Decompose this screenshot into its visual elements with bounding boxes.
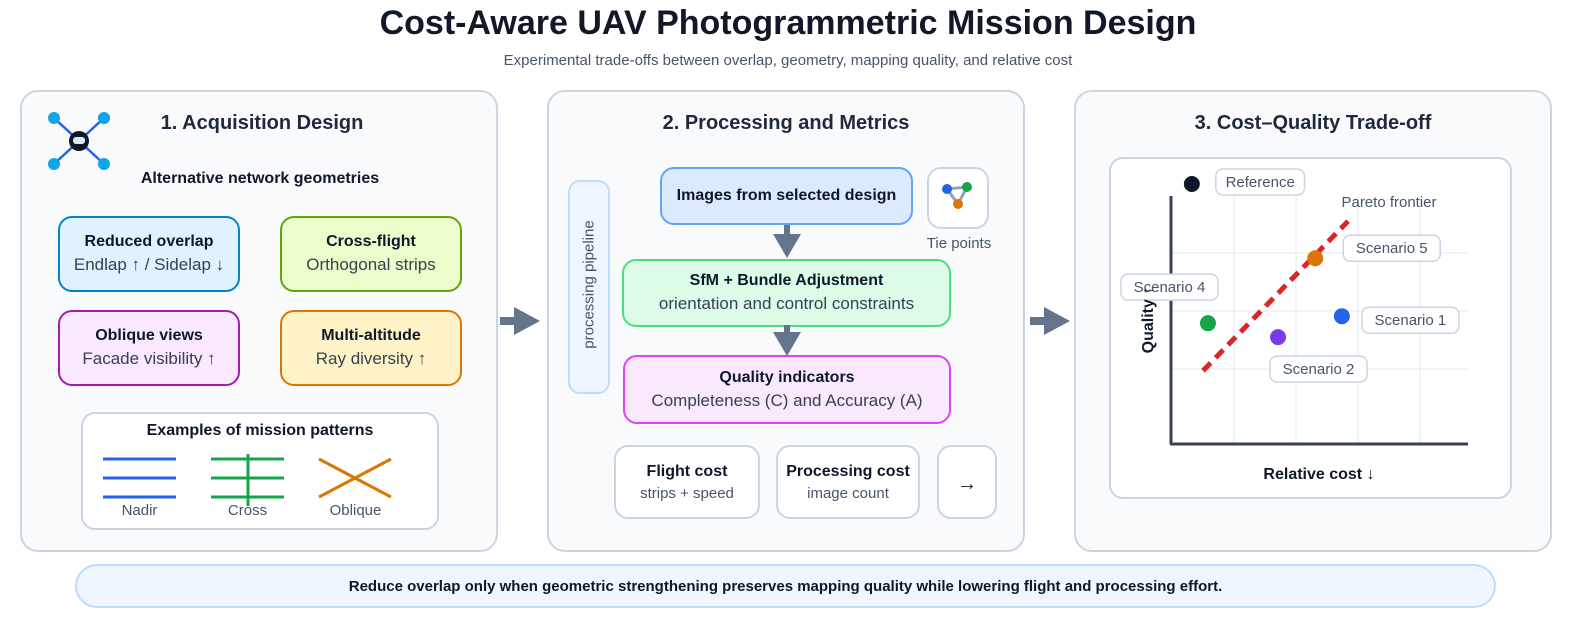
nadir-pattern-icon [103, 457, 176, 499]
acquisition-design-panel: 1. Acquisition Design Alternative networ… [20, 90, 498, 552]
oblique-pattern-icon [318, 457, 392, 499]
right-arrow-icon: → [957, 472, 977, 495]
flight-cost-sub: strips + speed [640, 484, 734, 502]
flight-cost-title: Flight cost [646, 462, 728, 480]
data-point [1183, 175, 1200, 192]
card-title: Cross-flight [326, 233, 416, 250]
tie-points-icon [942, 182, 972, 209]
y-axis-label: Quality ↑ [1140, 287, 1157, 354]
point-label: Scenario 2 [1283, 361, 1355, 378]
data-point [1199, 315, 1216, 332]
card-sub: Ray diversity ↑ [315, 349, 427, 368]
x-axis-label: Relative cost ↓ [1263, 466, 1374, 483]
quality-title: Quality indicators [719, 368, 855, 386]
page-title: Cost-Aware UAV Photogrammetric Mission D… [379, 4, 1197, 42]
geometries-heading: Alternative network geometries [140, 170, 380, 187]
pattern-label: Cross [227, 502, 268, 519]
processing-cost-sub: image count [807, 484, 889, 502]
images-label: Images from selected design [676, 187, 897, 204]
panel-title: 2. Processing and Metrics [662, 112, 910, 134]
processing-panel: 2. Processing and Metrics processing pip… [547, 90, 1025, 552]
data-point [1307, 250, 1324, 267]
panel-title: 1. Acquisition Design [160, 112, 364, 134]
processing-cost-box: Processing cost image count [776, 445, 920, 519]
pipeline-label-box: processing pipeline [568, 180, 610, 394]
drone-icon [48, 112, 110, 170]
pareto-frontier-line [1201, 219, 1350, 373]
pareto-frontier-label: Pareto frontier [1341, 194, 1436, 211]
patterns-graphic [103, 454, 392, 506]
point-label-box [1215, 168, 1306, 196]
card-title: Reduced overlap [84, 233, 214, 250]
card-title: Multi-altitude [321, 327, 421, 344]
data-point [1333, 308, 1350, 325]
images-box: Images from selected design [660, 167, 913, 225]
card-sub: Facade visibility ↑ [82, 349, 216, 368]
sfm-title: SfM + Bundle Adjustment [689, 272, 884, 289]
point-label: Scenario 5 [1356, 240, 1428, 257]
page-subtitle: Experimental trade-offs between overlap,… [503, 52, 1073, 69]
point-label: Reference [1226, 174, 1295, 191]
point-label-box [1361, 306, 1460, 334]
arrow-right-icon [500, 307, 540, 335]
quality-sub: Completeness (C) and Accuracy (A) [651, 390, 923, 410]
card-sub: Endlap ↑ / Sidelap ↓ [73, 255, 225, 274]
point-label-box [1120, 273, 1219, 301]
point-label: Scenario 4 [1134, 279, 1206, 296]
patterns-title: Examples of mission patterns [146, 422, 374, 439]
mission-patterns-box: Examples of mission patterns Nadir Cross… [81, 412, 439, 530]
flight-cost-box: Flight cost strips + speed [614, 445, 760, 519]
connector [784, 225, 790, 235]
card-title: Oblique views [95, 327, 203, 344]
pattern-label: Nadir [121, 502, 158, 519]
arrow-right-icon [1030, 307, 1070, 335]
tie-points-box [927, 167, 989, 229]
sfm-sub: orientation and control constraints [658, 294, 915, 313]
point-label: Scenario 1 [1375, 312, 1447, 329]
arrow-down-icon [773, 332, 801, 356]
footer-banner: Reduce overlap only when geometric stren… [75, 564, 1496, 608]
tie-points-label: Tie points [926, 235, 992, 252]
connector [784, 325, 790, 335]
panel-title: 3. Cost–Quality Trade-off [1194, 112, 1432, 134]
card-sub: Orthogonal strips [306, 255, 436, 274]
next-arrow-box: → [937, 445, 997, 519]
point-label-box [1269, 355, 1368, 383]
data-point [1270, 329, 1287, 346]
pattern-label: Oblique [329, 502, 382, 519]
point-label-box [1342, 234, 1441, 262]
processing-cost-title: Processing cost [786, 462, 910, 480]
sfm-box: SfM + Bundle Adjustment orientation and c… [622, 259, 951, 327]
arrow-down-icon [773, 234, 801, 258]
cross-pattern-icon [211, 454, 284, 506]
